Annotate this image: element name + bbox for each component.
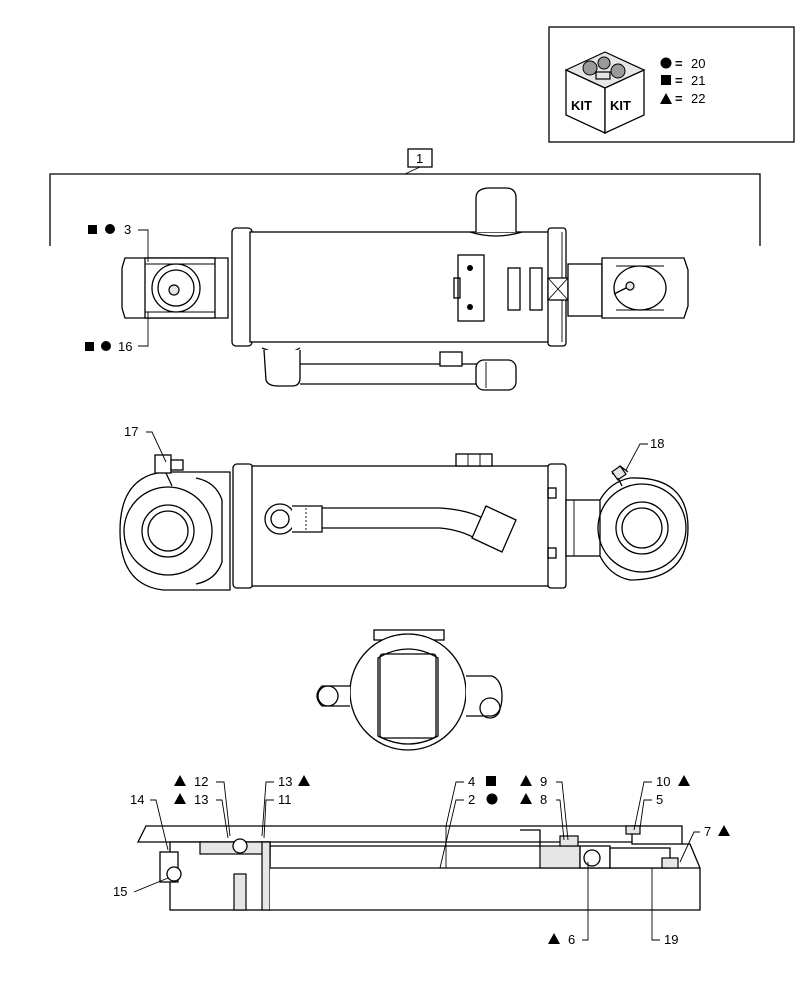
callout-9: 9 bbox=[540, 774, 547, 789]
triangle-symbol-icon bbox=[548, 933, 560, 944]
callouts-cross-section: 12 13 13 11 14 15 4 2 9 8 10 5 7 bbox=[113, 774, 730, 947]
callout-7: 7 bbox=[704, 824, 711, 839]
square-symbol-icon bbox=[88, 225, 97, 234]
circle-symbol-icon bbox=[486, 793, 498, 805]
legend-eq-square: = bbox=[675, 73, 683, 88]
kit-box-icon: KIT KIT bbox=[564, 51, 646, 135]
cylinder-side-view bbox=[119, 453, 689, 591]
callout-16: 16 bbox=[118, 339, 132, 354]
cylinder-cross-section bbox=[136, 825, 701, 911]
callout-8: 8 bbox=[540, 792, 547, 807]
callout-10: 10 bbox=[656, 774, 670, 789]
callout-6: 6 bbox=[568, 932, 575, 947]
callout-13-left: 13 bbox=[194, 792, 208, 807]
callout-18: 18 bbox=[650, 436, 664, 451]
cylinder-end-view bbox=[316, 629, 503, 751]
triangle-symbol-icon bbox=[174, 793, 186, 804]
callout-2: 2 bbox=[468, 792, 475, 807]
callout-17: 17 bbox=[124, 424, 138, 439]
square-symbol-icon bbox=[85, 342, 94, 351]
circle-symbol-icon bbox=[105, 224, 115, 234]
legend-ref-square: 21 bbox=[691, 73, 705, 88]
legend-ref-circle: 20 bbox=[691, 56, 705, 71]
triangle-symbol-icon bbox=[520, 793, 532, 804]
callout-5: 5 bbox=[656, 792, 663, 807]
circle-symbol-icon bbox=[660, 57, 672, 69]
circle-symbol-icon bbox=[101, 341, 111, 351]
callout-11: 11 bbox=[278, 792, 292, 807]
legend-ref-triangle: 22 bbox=[691, 91, 705, 106]
cylinder-top-view bbox=[121, 187, 689, 391]
legend-eq-triangle: = bbox=[675, 91, 683, 106]
kit-label-right: KIT bbox=[610, 98, 631, 113]
kit-legend: KIT KIT = 20 = 21 = 22 bbox=[548, 26, 795, 143]
triangle-symbol-icon bbox=[174, 775, 186, 786]
callouts-top-view: 3 16 bbox=[85, 222, 149, 354]
callout-4: 4 bbox=[468, 774, 475, 789]
legend-eq-circle: = bbox=[675, 56, 683, 71]
callout-15: 15 bbox=[113, 884, 127, 899]
callout-3: 3 bbox=[124, 222, 131, 237]
callout-14: 14 bbox=[130, 792, 144, 807]
callouts-side-view: 17 18 bbox=[124, 424, 664, 471]
triangle-symbol-icon bbox=[298, 775, 310, 786]
kit-label-left: KIT bbox=[571, 98, 592, 113]
callout-13-right: 13 bbox=[278, 774, 292, 789]
assembly-ref-label: 1 bbox=[416, 151, 423, 166]
triangle-symbol-icon bbox=[718, 825, 730, 836]
assembly-bracket: 1 bbox=[49, 148, 761, 246]
kit-legend-frame bbox=[548, 26, 795, 143]
triangle-symbol-icon bbox=[660, 93, 672, 104]
callout-19: 19 bbox=[664, 932, 678, 947]
triangle-symbol-icon bbox=[520, 775, 532, 786]
triangle-symbol-icon bbox=[678, 775, 690, 786]
callout-12: 12 bbox=[194, 774, 208, 789]
square-symbol-icon bbox=[486, 776, 496, 786]
square-symbol-icon bbox=[661, 75, 671, 85]
